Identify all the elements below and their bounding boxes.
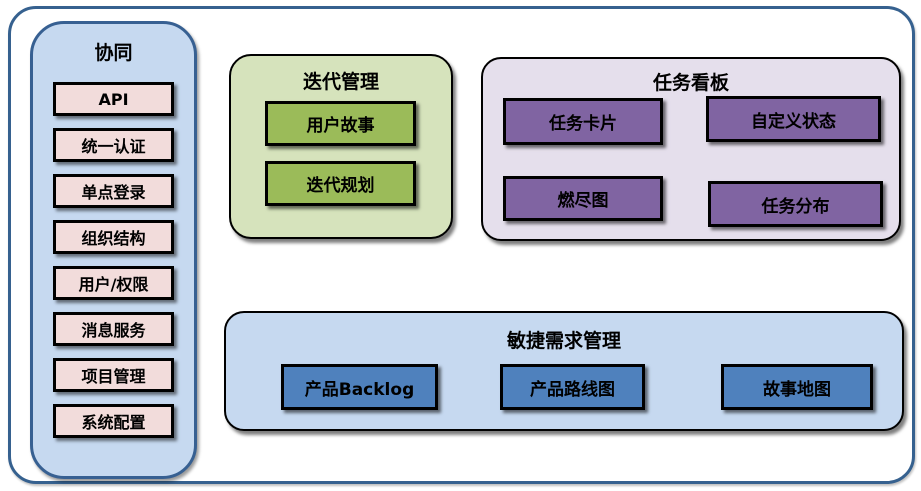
block-product-roadmap: 产品路线图 — [500, 364, 645, 410]
sidebar-item-users-permissions: 用户/权限 — [53, 266, 174, 300]
collaboration-panel: 协同 API 统一认证 单点登录 组织结构 用户/权限 消息服务 项目管理 系统… — [30, 21, 197, 479]
collaboration-panel-title: 协同 — [94, 42, 133, 64]
block-iteration-planning: 迭代规划 — [265, 161, 416, 206]
sidebar-item-message-service: 消息服务 — [53, 312, 174, 346]
sidebar-item-sso: 单点登录 — [53, 174, 174, 208]
block-task-distribution: 任务分布 — [708, 181, 883, 227]
diagram-frame: 协同 API 统一认证 单点登录 组织结构 用户/权限 消息服务 项目管理 系统… — [8, 6, 915, 484]
task-board-group: 任务看板 任务卡片 自定义状态 燃尽图 任务分布 — [481, 57, 901, 241]
task-board-title: 任务看板 — [652, 72, 729, 94]
sidebar-item-system-config: 系统配置 — [53, 404, 174, 438]
block-story-map: 故事地图 — [721, 364, 873, 410]
block-user-stories: 用户故事 — [265, 101, 416, 146]
collaboration-item-list: API 统一认证 单点登录 组织结构 用户/权限 消息服务 项目管理 系统配置 — [33, 82, 194, 438]
iteration-management-title: 迭代管理 — [302, 71, 379, 93]
sidebar-item-unified-auth: 统一认证 — [53, 128, 174, 162]
sidebar-item-org-structure: 组织结构 — [53, 220, 174, 254]
sidebar-item-api: API — [53, 82, 174, 116]
agile-requirements-group: 敏捷需求管理 产品Backlog 产品路线图 故事地图 — [224, 311, 904, 431]
agile-requirements-title: 敏捷需求管理 — [506, 330, 621, 352]
sidebar-item-project-management: 项目管理 — [53, 358, 174, 392]
iteration-management-group: 迭代管理 用户故事 迭代规划 — [229, 54, 453, 239]
block-product-backlog: 产品Backlog — [281, 364, 438, 410]
block-burndown-chart: 燃尽图 — [503, 176, 663, 221]
block-task-cards: 任务卡片 — [503, 98, 663, 145]
block-custom-status: 自定义状态 — [706, 96, 881, 142]
